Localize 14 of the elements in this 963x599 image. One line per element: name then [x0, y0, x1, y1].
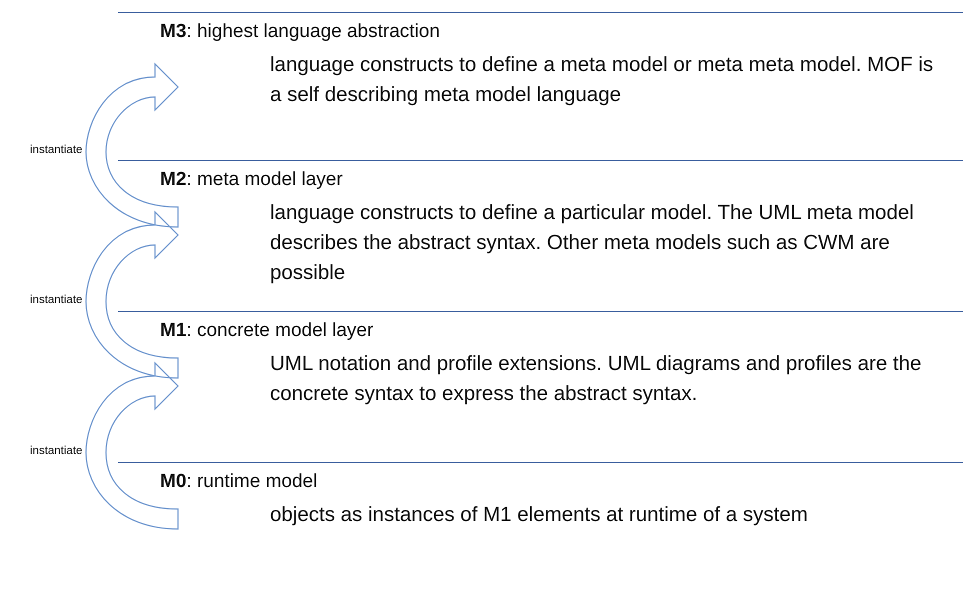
curved-arrow	[85, 63, 179, 228]
edge-label: instantiate	[30, 144, 82, 156]
curved-arrow	[85, 362, 179, 530]
layer-heading: M1: concrete model layer	[160, 320, 374, 342]
layer-description: UML notation and profile extensions. UML diagrams and profiles are the concrete syntax to express the abstract syntax.	[270, 351, 922, 407]
layer-heading: M3: highest language abstraction	[160, 21, 440, 43]
layer-description: objects as instances of M1 elements at runtime of a system	[270, 502, 809, 528]
edge-label: instantiate	[30, 444, 82, 456]
layer-heading: M2: meta model layer	[160, 169, 343, 191]
layer-description: language constructs to define a meta model or meta meta model. MOF is a self describing meta model language	[270, 52, 934, 108]
edge-label: instantiate	[30, 294, 82, 306]
layer-description: language constructs to define a particular model. The UML meta model describes the abstract syntax. Other meta models such as CWM are possible	[270, 200, 915, 286]
layer-heading: M0: runtime model	[160, 471, 318, 493]
curved-arrow	[85, 211, 179, 379]
